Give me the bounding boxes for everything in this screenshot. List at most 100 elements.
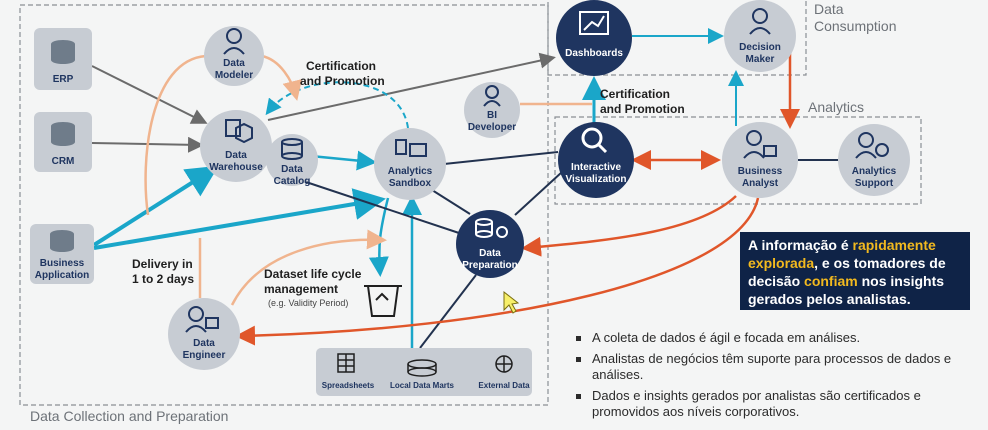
lifecycle-label-1: Dataset life cycle: [264, 267, 362, 281]
collection-region-label: Data Collection and Preparation: [30, 408, 228, 424]
data-warehouse-label-2: Warehouse: [209, 162, 263, 173]
callout-highlight-2: confiam: [804, 273, 858, 289]
consumption-region-label-1: Data: [814, 1, 844, 17]
gears-icon: [475, 218, 508, 238]
database-icon: [51, 122, 75, 146]
external-data-label: External Data: [478, 381, 530, 390]
analytics-sandbox-label-2: Sandbox: [389, 178, 432, 189]
business-app-label-2: Application: [35, 270, 89, 281]
cert-promo-label-1: Certification: [306, 59, 376, 73]
analytics-region-label: Analytics: [808, 99, 864, 115]
person-icon: [746, 130, 762, 146]
interactive-visualization-node: Interactive Visualization: [558, 122, 634, 198]
analytics-support-node: Analytics Support: [838, 124, 910, 196]
businessapp-to-sandbox-arrow: [93, 188, 386, 250]
analytics-sandbox-node: Analytics Sandbox: [374, 128, 446, 200]
decision-maker-label-2: Maker: [746, 54, 775, 65]
cert-promo-label-2b: and Promotion: [600, 102, 685, 116]
lifecycle-label-2: management: [264, 282, 338, 296]
sandbox-to-vis-line: [443, 151, 559, 165]
bi-developer-label-1: BI: [487, 110, 497, 121]
interactive-vis-label-1: Interactive: [571, 162, 621, 173]
spreadsheets-label: Spreadsheets: [322, 381, 375, 390]
dashboards-label: Dashboards: [565, 48, 623, 59]
sandbox-icon: [395, 139, 427, 157]
bullet-item: Analistas de negócios têm suporte para p…: [572, 351, 972, 383]
bullet-item: Dados e insights gerados por analistas s…: [572, 388, 972, 420]
prep-to-vis-line: [514, 171, 563, 216]
data-warehouse-node: Data Warehouse: [200, 110, 272, 182]
bi-developer-label-2: Developer: [468, 122, 516, 133]
cert-promo-label-2: Certification: [600, 87, 670, 101]
callout-text-1: A informação é: [748, 237, 853, 253]
data-modeler-node: Data Modeler: [204, 26, 264, 86]
data-preparation-label-2: Preparation: [462, 260, 518, 271]
analytics-region: [554, 116, 922, 205]
data-catalog-label-1: Data: [281, 164, 303, 175]
data-engineer-node: Data Engineer: [168, 298, 240, 370]
erp-to-warehouse-arrow: [91, 65, 208, 124]
analytics-support-label-1: Analytics: [852, 166, 897, 177]
person-icon: [226, 28, 242, 44]
data-engineer-label-1: Data: [193, 338, 215, 349]
recycle-bin-icon: [364, 285, 402, 317]
cert-promo-dashed-arrow: [265, 81, 409, 129]
decision-maker-label-1: Decision: [739, 42, 781, 53]
data-preparation-node: Data Preparation: [456, 210, 524, 278]
database-icon: [50, 230, 74, 252]
analytics-sandbox-label-1: Analytics: [388, 166, 433, 177]
bi-developer-node: BI Developer: [464, 82, 520, 138]
business-app-box: [30, 224, 94, 284]
magnifier-icon: [581, 127, 608, 154]
analyst-to-prep-orange: [521, 195, 737, 257]
data-engineer-label-2: Engineer: [183, 350, 226, 361]
catalog-to-prep-line: [299, 179, 463, 235]
interactive-vis-label-2: Visualization: [566, 174, 627, 185]
data-catalog-label-2: Catalog: [274, 176, 311, 187]
callout-text-3: nos insights gerados pelos analistas.: [748, 273, 945, 307]
cube-icon: [225, 119, 253, 144]
decision-maker-node: Decision Maker: [724, 0, 796, 72]
data-preparation-label-1: Data: [479, 248, 501, 259]
collection-region: [19, 4, 549, 406]
business-app-label-1: Business: [40, 258, 85, 269]
person-icon: [485, 85, 499, 99]
callout-text-2: , e os tomadores de decisão: [748, 255, 946, 289]
database-icon: [51, 40, 75, 64]
business-analyst-node: Business Analyst: [722, 122, 798, 198]
data-modeler-label-1: Data: [223, 58, 245, 69]
modeler-cert-peach: [261, 54, 303, 101]
data-modeler-label-2: Modeler: [215, 70, 253, 81]
spreadsheet-icon: [337, 353, 355, 373]
mouse-cursor-icon: [503, 290, 520, 314]
prep-to-marts-line: [419, 274, 477, 349]
person-icon: [752, 8, 768, 24]
gear-icon: [875, 143, 889, 157]
warehouse-to-dashboards-arrow: [267, 52, 556, 121]
person-icon: [858, 132, 874, 148]
dashboards-node: Dashboards: [556, 0, 632, 76]
business-analyst-label-1: Business: [738, 166, 783, 177]
lifecycle-label-3: (e.g. Validity Period): [268, 298, 348, 308]
delivery-label-2: 1 to 2 days: [132, 272, 194, 286]
catalog-icon: [281, 138, 303, 160]
insight-callout: A informação é rapidamente explorada, e …: [740, 232, 970, 310]
consumption-region: [547, 0, 807, 76]
business-analyst-label-2: Analyst: [742, 178, 779, 189]
engineer-to-sandbox-peach: [230, 229, 387, 306]
bullet-list: A coleta de dados é ágil e focada em aná…: [572, 330, 972, 425]
modeler-to-warehouse-peach: [144, 54, 207, 216]
crm-to-warehouse-arrow: [91, 136, 204, 153]
chart-icon: [579, 11, 609, 35]
local-data-marts-label: Local Data Marts: [390, 381, 455, 390]
data-catalog-node: Data Catalog: [266, 134, 318, 187]
analyst-to-engineer-orange: [235, 197, 760, 346]
delivery-label-1: Delivery in: [132, 257, 193, 271]
consumption-region-label-2: Consumption: [814, 18, 897, 34]
businessapp-to-warehouse-arrow: [92, 165, 219, 247]
database-icon: [407, 359, 437, 377]
bullet-item: A coleta de dados é ágil e focada em aná…: [572, 330, 972, 346]
person-icon: [188, 306, 204, 322]
